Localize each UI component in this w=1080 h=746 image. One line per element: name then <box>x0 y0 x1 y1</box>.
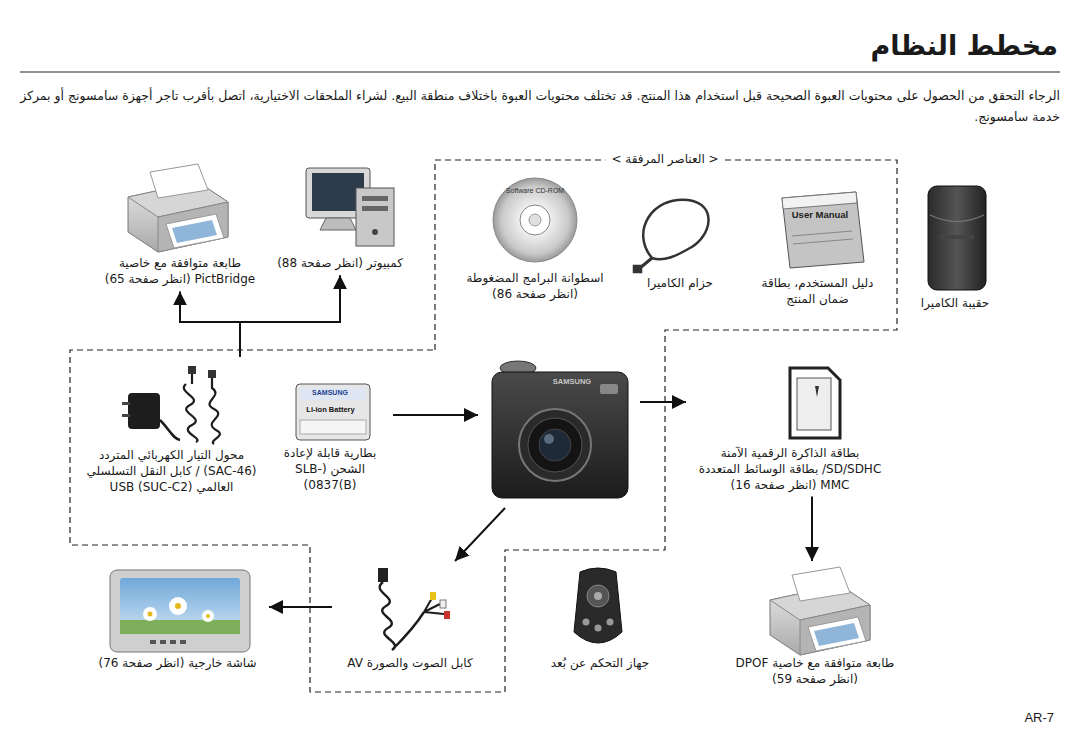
item-caption: شاشة خارجية (انظر صفحة 76) <box>90 655 265 671</box>
picture-area <box>735 565 895 655</box>
item-caption: طابعة متوافقة مع خاصية PictBridge (انظر … <box>90 255 270 287</box>
dpof-printer-item: طابعة متوافقة مع خاصية DPOF (انظر صفحة 5… <box>735 565 895 687</box>
picture-area <box>690 360 890 445</box>
camera-case <box>928 186 986 290</box>
battery <box>296 384 370 440</box>
item-caption: حقيبة الكاميرا <box>905 295 1005 311</box>
av-cable <box>378 568 450 650</box>
page-number: AR-7 <box>1024 710 1054 725</box>
arrow-connector <box>393 414 478 416</box>
picture-area <box>615 180 745 275</box>
picture-area <box>535 565 665 655</box>
camera-case-item: حقيبة الكاميرا <box>905 180 1005 311</box>
remote-control <box>574 568 622 643</box>
digital-camera <box>492 361 628 498</box>
item-caption: بطاقة الذاكرة الرقمية الآمنة SD/SDHC/ بط… <box>690 445 890 494</box>
memory-card <box>790 368 840 438</box>
arrow-connector <box>811 497 813 561</box>
memory-card-item: بطاقة الذاكرة الرقمية الآمنة SD/SDHC/ بط… <box>690 360 890 494</box>
picture-area <box>90 160 270 255</box>
item-caption: دليل المستخدم، بطاقة ضمان المنتج <box>755 275 880 307</box>
item-caption: محول التيار الكهربائي المتردد (SAC-46) /… <box>85 447 258 496</box>
pictbridge-printer-item: طابعة متوافقة مع خاصية PictBridge (انظر … <box>90 160 270 287</box>
arrow-connector <box>240 275 340 357</box>
user-manual-item: User Manual دليل المستخدم، بطاقة ضمان الم… <box>755 180 880 307</box>
remote-item: جهاز التحكم عن بُعد <box>535 565 665 671</box>
computer-item: كمبيوتر (انظر صفحة 88) <box>275 160 405 271</box>
software-cd-item: Software CD-ROM اسطوانة البرامج المضغوطة … <box>455 175 615 302</box>
camera-item: SAMSUNG <box>482 340 637 505</box>
charger-and-usb-cable <box>122 366 220 444</box>
title-rule <box>20 72 1060 73</box>
dpof-printer <box>770 567 870 655</box>
strap-item: حزام الكاميرا <box>615 180 745 291</box>
arrow-connector <box>269 606 332 608</box>
arrow-connector <box>640 401 686 403</box>
item-caption: طابعة متوافقة مع خاصية DPOF (انظر صفحة 5… <box>735 655 895 687</box>
av-cable-item: كابل الصوت والصورة AV <box>335 565 485 671</box>
printed-mark: Li-ion Battery <box>298 406 363 414</box>
group-heading: < العناصر المرفقة > <box>605 151 724 168</box>
picture-area <box>335 565 485 655</box>
item-caption: كابل الصوت والصورة AV <box>335 655 485 671</box>
page-title: مخطط النظام <box>871 30 1058 61</box>
item-caption: جهاز التحكم عن بُعد <box>535 655 665 671</box>
picture-area <box>90 565 265 655</box>
included-region-outline <box>70 160 897 692</box>
picture-area <box>905 180 1005 295</box>
user-manual <box>782 192 864 268</box>
computer <box>306 168 394 246</box>
battery-item: SAMSUNG Li-ion Battery بطارية قابلة لإعادة… <box>270 378 390 494</box>
television <box>110 570 250 652</box>
arrow-connector <box>180 291 240 357</box>
arrow-connector <box>455 508 505 561</box>
item-caption: بطارية قابلة لإعادة الشحن (SLB-0837(B)) <box>270 445 390 494</box>
item-caption: حزام الكاميرا <box>615 275 745 291</box>
tv-item: شاشة خارجية (انظر صفحة 76) <box>90 565 265 671</box>
printed-mark: SAMSUNG <box>542 378 602 386</box>
intro-paragraph: الرجاء التحقق من الحصول على محتويات العب… <box>20 86 1060 127</box>
printed-mark: User Manual <box>785 210 855 220</box>
item-caption: اسطوانة البرامج المضغوطة (انظر صفحة 86) <box>455 270 615 302</box>
picture-area <box>755 180 880 275</box>
software-cd <box>493 178 577 262</box>
item-caption: كمبيوتر (انظر صفحة 88) <box>275 255 405 271</box>
charger-cable-item: محول التيار الكهربائي المتردد (SAC-46) /… <box>85 360 258 496</box>
picture-area <box>275 160 405 255</box>
picture-area <box>85 360 258 447</box>
camera-strap <box>634 200 709 272</box>
picture-area <box>482 340 637 505</box>
printed-mark: SAMSUNG <box>305 389 355 397</box>
pictbridge-printer <box>128 164 228 252</box>
printed-mark: Software CD-ROM <box>495 187 575 195</box>
